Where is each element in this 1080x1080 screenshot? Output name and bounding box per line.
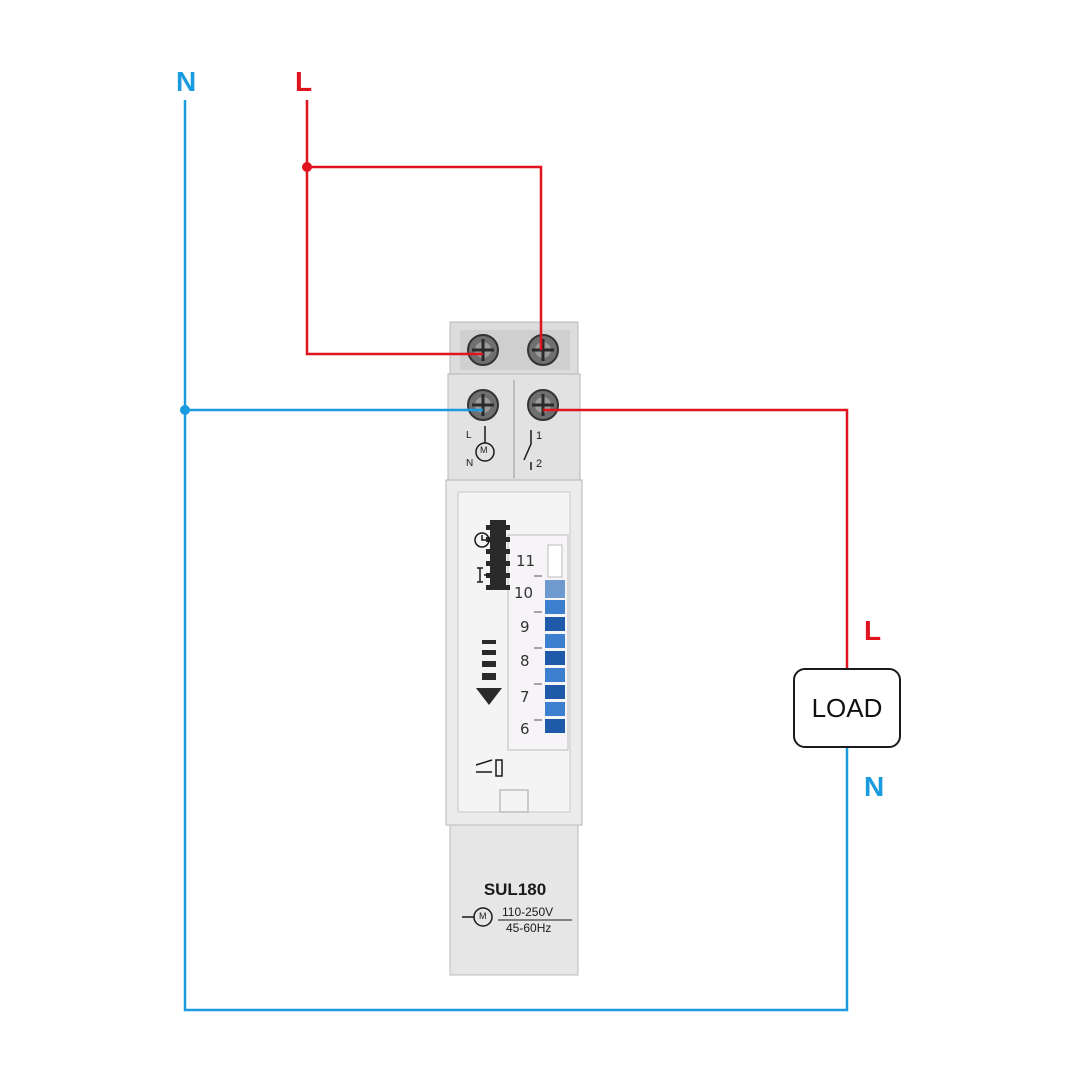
segment-pins (545, 544, 565, 733)
screw-top-right (527, 334, 559, 366)
neutral-main-wire (183, 100, 849, 1012)
timer-switch-device (445, 321, 583, 976)
line-label-top: L (295, 66, 313, 97)
load-label: LOAD (811, 692, 883, 723)
on-mark-icon (477, 567, 490, 583)
terminal-mark-2: 2 (536, 458, 543, 470)
screw-mid-left (467, 389, 499, 421)
neutral-wiring (183, 100, 849, 1012)
terminal-mark-l: L (466, 430, 472, 441)
load-box: LOAD (793, 668, 901, 748)
cover-latch (499, 789, 529, 813)
line-wiring (305, 100, 849, 668)
dial-number: 7 (520, 688, 530, 706)
dial-number: 6 (520, 720, 530, 738)
dial-number: 10 (514, 584, 534, 602)
line-to-contact-wire (307, 165, 543, 350)
frequency-rating: 45-60Hz (506, 921, 552, 935)
motor-mark-lower: M (479, 911, 487, 921)
rotation-arrow-icon (476, 640, 502, 705)
terminal-mark-1: 1 (536, 430, 543, 442)
line-junction (302, 162, 312, 172)
screw-top-left (467, 334, 499, 366)
neutral-junction (180, 405, 190, 415)
neutral-label-top: N (176, 66, 197, 97)
dial-number: 8 (520, 652, 530, 670)
terminal-mark-n: N (466, 458, 474, 469)
contact-to-load-wire (543, 408, 849, 668)
dial-number: 9 (520, 618, 530, 636)
line-label-load: L (864, 615, 882, 646)
dial-number: 11 (516, 552, 536, 570)
gear-ring-icon (486, 520, 510, 590)
contact-switch-icon (523, 430, 532, 470)
motor-mark: M (480, 445, 488, 455)
clock-icon (474, 532, 490, 548)
line-to-motor-wire (305, 100, 483, 356)
dial-ticks (534, 575, 542, 721)
model-label: SUL180 (483, 880, 547, 899)
voltage-rating: 110-250V (502, 905, 554, 919)
neutral-label-load: N (864, 771, 885, 802)
screw-mid-right (527, 389, 559, 421)
manual-switch-icon (475, 759, 503, 777)
lower-body (449, 824, 579, 976)
